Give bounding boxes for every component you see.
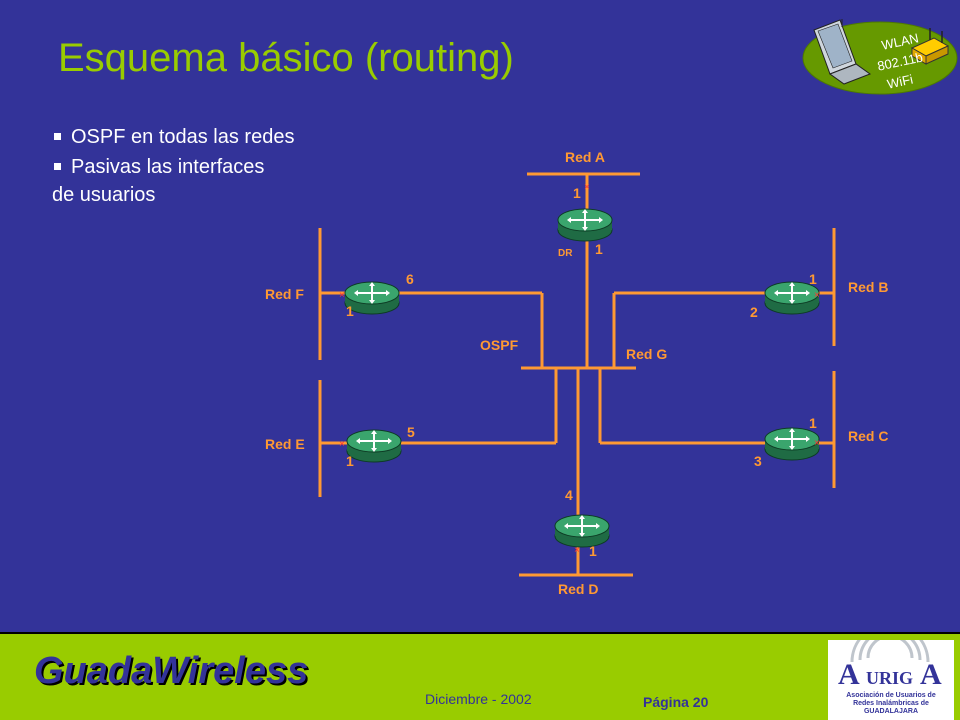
network-label-c: Red C: [848, 428, 888, 444]
bullet-square-icon: [54, 133, 61, 140]
cost-b-upper: 1: [809, 271, 817, 287]
footer: GuadaWireless Diciembre - 2002 Página 20…: [0, 622, 960, 720]
footer-page-number: Página 20: [643, 694, 709, 710]
router-d: [554, 514, 610, 548]
wlan-logo-line: WiFi: [886, 72, 915, 92]
bullet-text: OSPF en todas las redes: [71, 126, 295, 148]
network-label-g: Red G: [626, 346, 667, 362]
auriga-logo-letter: A: [920, 658, 942, 691]
auriga-logo-graphic: A URIG A: [838, 622, 942, 691]
passive-mark-a: ×: [584, 182, 590, 193]
cost-a-lower: 1: [595, 241, 603, 257]
cost-d-lower: 1: [589, 543, 597, 559]
bullet-square-icon: [54, 163, 61, 170]
link-lines: [318, 172, 836, 577]
footer-brand: GuadaWireless: [34, 650, 309, 692]
bullet-text: Pasivas las interfaces: [71, 156, 265, 178]
cost-c-lower: 3: [754, 453, 762, 469]
router-c: [764, 427, 820, 461]
auriga-logo-caption: Asociación de Usuarios de Redes Inalámbr…: [828, 692, 954, 716]
router-e: [346, 429, 402, 463]
passive-mark-e: ×: [339, 439, 345, 450]
ospf-label: OSPF: [480, 337, 519, 353]
cost-c-upper: 1: [809, 415, 817, 431]
laptop-icon: [813, 19, 872, 85]
network-label-a: Red A: [565, 149, 605, 165]
access-point-icon: [910, 28, 950, 65]
passive-mark-b: ×: [814, 290, 820, 301]
passive-interface-marks: × × × × × ×: [339, 182, 820, 556]
auriga-caption-line: Asociación de Usuarios de: [846, 692, 936, 699]
cost-d-upper: 4: [565, 487, 573, 503]
cost-f-upper: 6: [406, 271, 414, 287]
auriga-caption-line: GUADALAJARA: [863, 708, 919, 715]
router-a: [557, 208, 613, 242]
cost-e-upper: 5: [407, 424, 415, 440]
network-label-e: Red E: [265, 436, 305, 452]
bullet-item: OSPF en todas las redes: [54, 126, 294, 149]
network-label-d: Red D: [558, 581, 598, 597]
auriga-caption-line: Redes Inalámbricas de: [853, 700, 929, 707]
bullet-item: Pasivas las interfaces: [54, 156, 264, 179]
bullet-continuation: de usuarios: [52, 184, 156, 206]
cost-a-upper: 1: [573, 185, 581, 201]
passive-mark-c: ×: [814, 438, 820, 449]
auriga-logo: A URIG A Asociación de Usuarios de Redes…: [828, 622, 954, 720]
slide-title: Esquema básico (routing): [58, 36, 514, 80]
network-label-b: Red B: [848, 279, 888, 295]
dr-label: DR: [558, 248, 573, 259]
auriga-logo-letter: A: [838, 658, 860, 691]
network-label-f: Red F: [265, 286, 304, 302]
wlan-wifi-logo: WLAN 802.11b WiFi: [802, 19, 958, 95]
network-diagram: × × × × × × Red A Red B Red C Red D Red …: [265, 149, 888, 597]
interface-costs: 1 1 1 2 1 3 4 1 5 1 6 1: [346, 185, 817, 559]
cost-b-lower: 2: [750, 304, 758, 320]
passive-mark-f: ×: [339, 290, 345, 301]
cost-f-lower: 1: [346, 303, 354, 319]
cost-e-lower: 1: [346, 453, 354, 469]
auriga-logo-letters: URIG: [866, 668, 913, 688]
footer-date: Diciembre - 2002: [425, 691, 532, 707]
passive-mark-d: ×: [574, 545, 580, 556]
